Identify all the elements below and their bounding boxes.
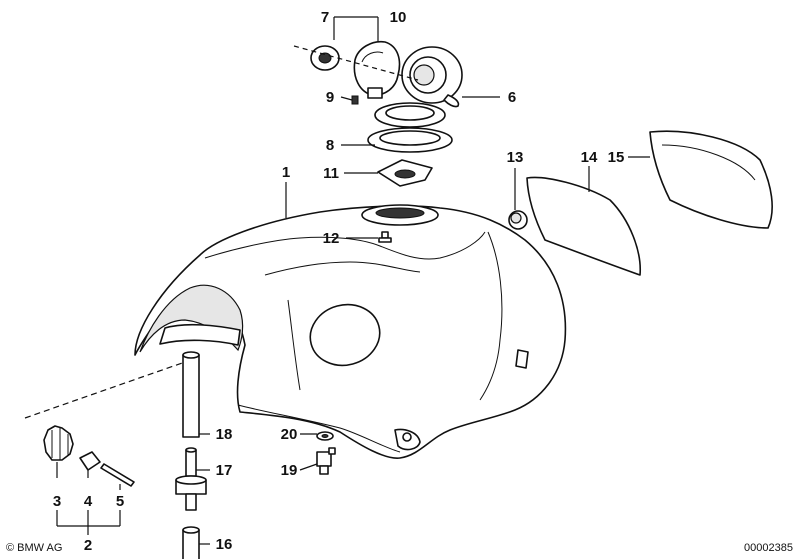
callout-2: 2	[84, 537, 92, 554]
diagram-number: 00002385	[744, 542, 793, 554]
gasket-part-8[interactable]	[367, 127, 453, 153]
callout-20: 20	[281, 426, 298, 443]
callout-18: 18	[216, 426, 233, 443]
filler-flange[interactable]	[374, 102, 446, 128]
washer-part-20[interactable]	[316, 431, 334, 441]
cap-small-part-7[interactable]	[310, 45, 340, 71]
rubber-buffer-part-13[interactable]	[508, 210, 528, 230]
fitting-part-19[interactable]	[316, 447, 336, 475]
callout-13: 13	[507, 149, 524, 166]
callout-11: 11	[323, 165, 339, 182]
valve-part-17[interactable]	[175, 447, 207, 511]
callout-5: 5	[116, 493, 124, 510]
fuel-tank[interactable]	[134, 204, 567, 459]
filler-cap-part-6[interactable]	[401, 46, 463, 108]
callout-1: 1	[282, 164, 290, 181]
knee-pad-part-15[interactable]	[649, 130, 773, 229]
cap-body-part-10[interactable]	[353, 40, 401, 99]
pin-part-5[interactable]	[100, 463, 135, 487]
leader-lines	[24, 16, 650, 545]
filter-part-3[interactable]	[43, 425, 74, 461]
knee-pad-part-14[interactable]	[526, 176, 641, 276]
tube-part-18[interactable]	[182, 351, 200, 438]
callout-8: 8	[326, 137, 334, 154]
callout-3: 3	[53, 493, 61, 510]
callout-10: 10	[390, 9, 407, 26]
bracket-part-11[interactable]	[377, 159, 433, 187]
hose-part-16[interactable]	[182, 526, 200, 559]
callout-16: 16	[216, 536, 233, 553]
callout-17: 17	[216, 462, 233, 479]
callout-4: 4	[84, 493, 93, 510]
callout-9: 9	[326, 89, 334, 106]
callout-6: 6	[508, 89, 516, 106]
callout-19: 19	[281, 462, 298, 479]
tunnel-insert	[159, 323, 241, 346]
screw-part-9[interactable]	[351, 95, 359, 105]
screw-part-12[interactable]	[378, 231, 392, 243]
sleeve-part-4[interactable]	[79, 451, 101, 471]
callout-15: 15	[608, 149, 625, 166]
callout-12: 12	[323, 230, 340, 247]
copyright-text: © BMW AG	[6, 542, 62, 554]
callout-14: 14	[581, 149, 598, 166]
callout-7: 7	[321, 9, 329, 26]
